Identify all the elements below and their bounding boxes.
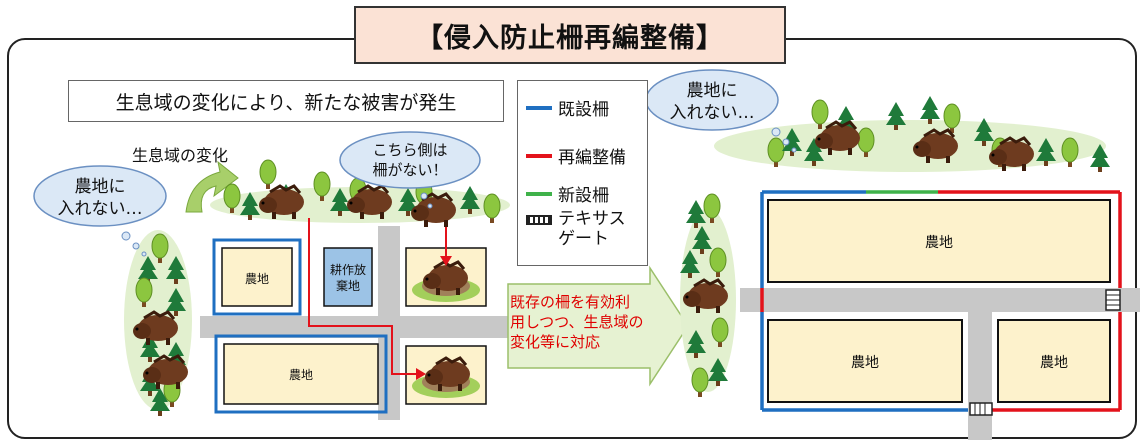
farmland-right-bottom-left: [767, 319, 963, 403]
habitat-change-arrow: [185, 160, 239, 213]
bubble-right-line1: 農地に: [686, 81, 738, 101]
texas-gate-right: [1105, 289, 1121, 311]
title-text: 【侵入防止柵再編整備】: [416, 22, 724, 54]
farm-right-top-label: 農地: [925, 235, 953, 251]
road-vertical-right: [968, 312, 992, 440]
legend-existing-label: 既設柵: [558, 100, 609, 120]
legend-reorganized-line: [526, 153, 552, 158]
texas-gate-bottom: [969, 402, 993, 416]
bubble-middle-text: こちら側は 柵がない！: [350, 140, 470, 180]
fence-existing-small: [212, 238, 302, 316]
farm-bottom-label: 農地: [288, 368, 313, 382]
legend-new-line: [526, 191, 552, 196]
bubble-left-text: 農地に 入れない…: [50, 176, 150, 220]
abandoned-line2: 棄地: [335, 279, 360, 293]
subtitle-text: 生息域の変化により、新たな被害が発生: [115, 91, 457, 114]
habitat-change-label: 生息域の変化: [132, 146, 229, 165]
abandoned-label: 耕作放 棄地: [324, 262, 372, 294]
arrow-text-line3: 変化等に対応: [510, 333, 601, 351]
road-vertical-left: [378, 226, 400, 420]
farmland-right-top: [767, 199, 1111, 283]
bubble-right-text: 農地に 入れない…: [662, 80, 762, 124]
legend-existing-line: [526, 105, 552, 110]
bubble-left-line1: 農地に: [74, 177, 126, 197]
subtitle-box: 生息域の変化により、新たな被害が発生: [68, 80, 504, 122]
farm-right-bottom-right-label: 農地: [1040, 355, 1068, 371]
legend-texas-gate-label-2: ゲート: [558, 229, 609, 249]
farm-right-bottom-left-label: 農地: [851, 355, 879, 371]
arrow-text-line2: 用しつつ、生息域の: [510, 313, 644, 331]
arrow-text: 既存の柵を有効利 用しつつ、生息域の 変化等に対応: [510, 292, 646, 352]
thought-bubble-middle: [339, 131, 481, 189]
legend-reorganized-label: 再編整備: [558, 148, 626, 168]
road-horizontal-right: [740, 288, 1140, 312]
arrow-text-line1: 既存の柵を有効利: [510, 293, 631, 311]
legend-texas-gate-label-1: テキサス: [558, 209, 626, 229]
farmland-right-bottom-right: [997, 319, 1111, 403]
bubble-middle-line2: 柵がない！: [372, 161, 448, 179]
bubble-right-line2: 入れない…: [669, 103, 755, 123]
texas-gate-icon: [526, 215, 552, 225]
thought-bubble-left: [33, 165, 167, 227]
legend-texas-gate: テキサス ゲート: [526, 209, 626, 249]
farmland-bottom-left: [223, 343, 379, 405]
bubble-middle-line1: こちら側は: [372, 141, 448, 159]
legend-reorganized: 再編整備: [526, 143, 626, 168]
legend: 既設柵 再編整備 新設柵 テキサス ゲート: [517, 80, 648, 266]
bubble-left-line2: 入れない…: [57, 199, 143, 219]
title-box: 【侵入防止柵再編整備】: [354, 6, 786, 64]
legend-new-label: 新設柵: [558, 186, 609, 206]
legend-existing: 既設柵: [526, 95, 609, 120]
abandoned-land: [323, 247, 373, 307]
farmland-small-left: [221, 247, 293, 307]
transition-arrow: [507, 265, 689, 387]
fence-existing-bottom: [214, 334, 388, 414]
legend-new: 新設柵: [526, 181, 609, 206]
farm-small-label: 農地: [244, 272, 269, 286]
invasion-path-arrow-bottom: [308, 218, 418, 375]
abandoned-line1: 耕作放: [329, 263, 366, 277]
